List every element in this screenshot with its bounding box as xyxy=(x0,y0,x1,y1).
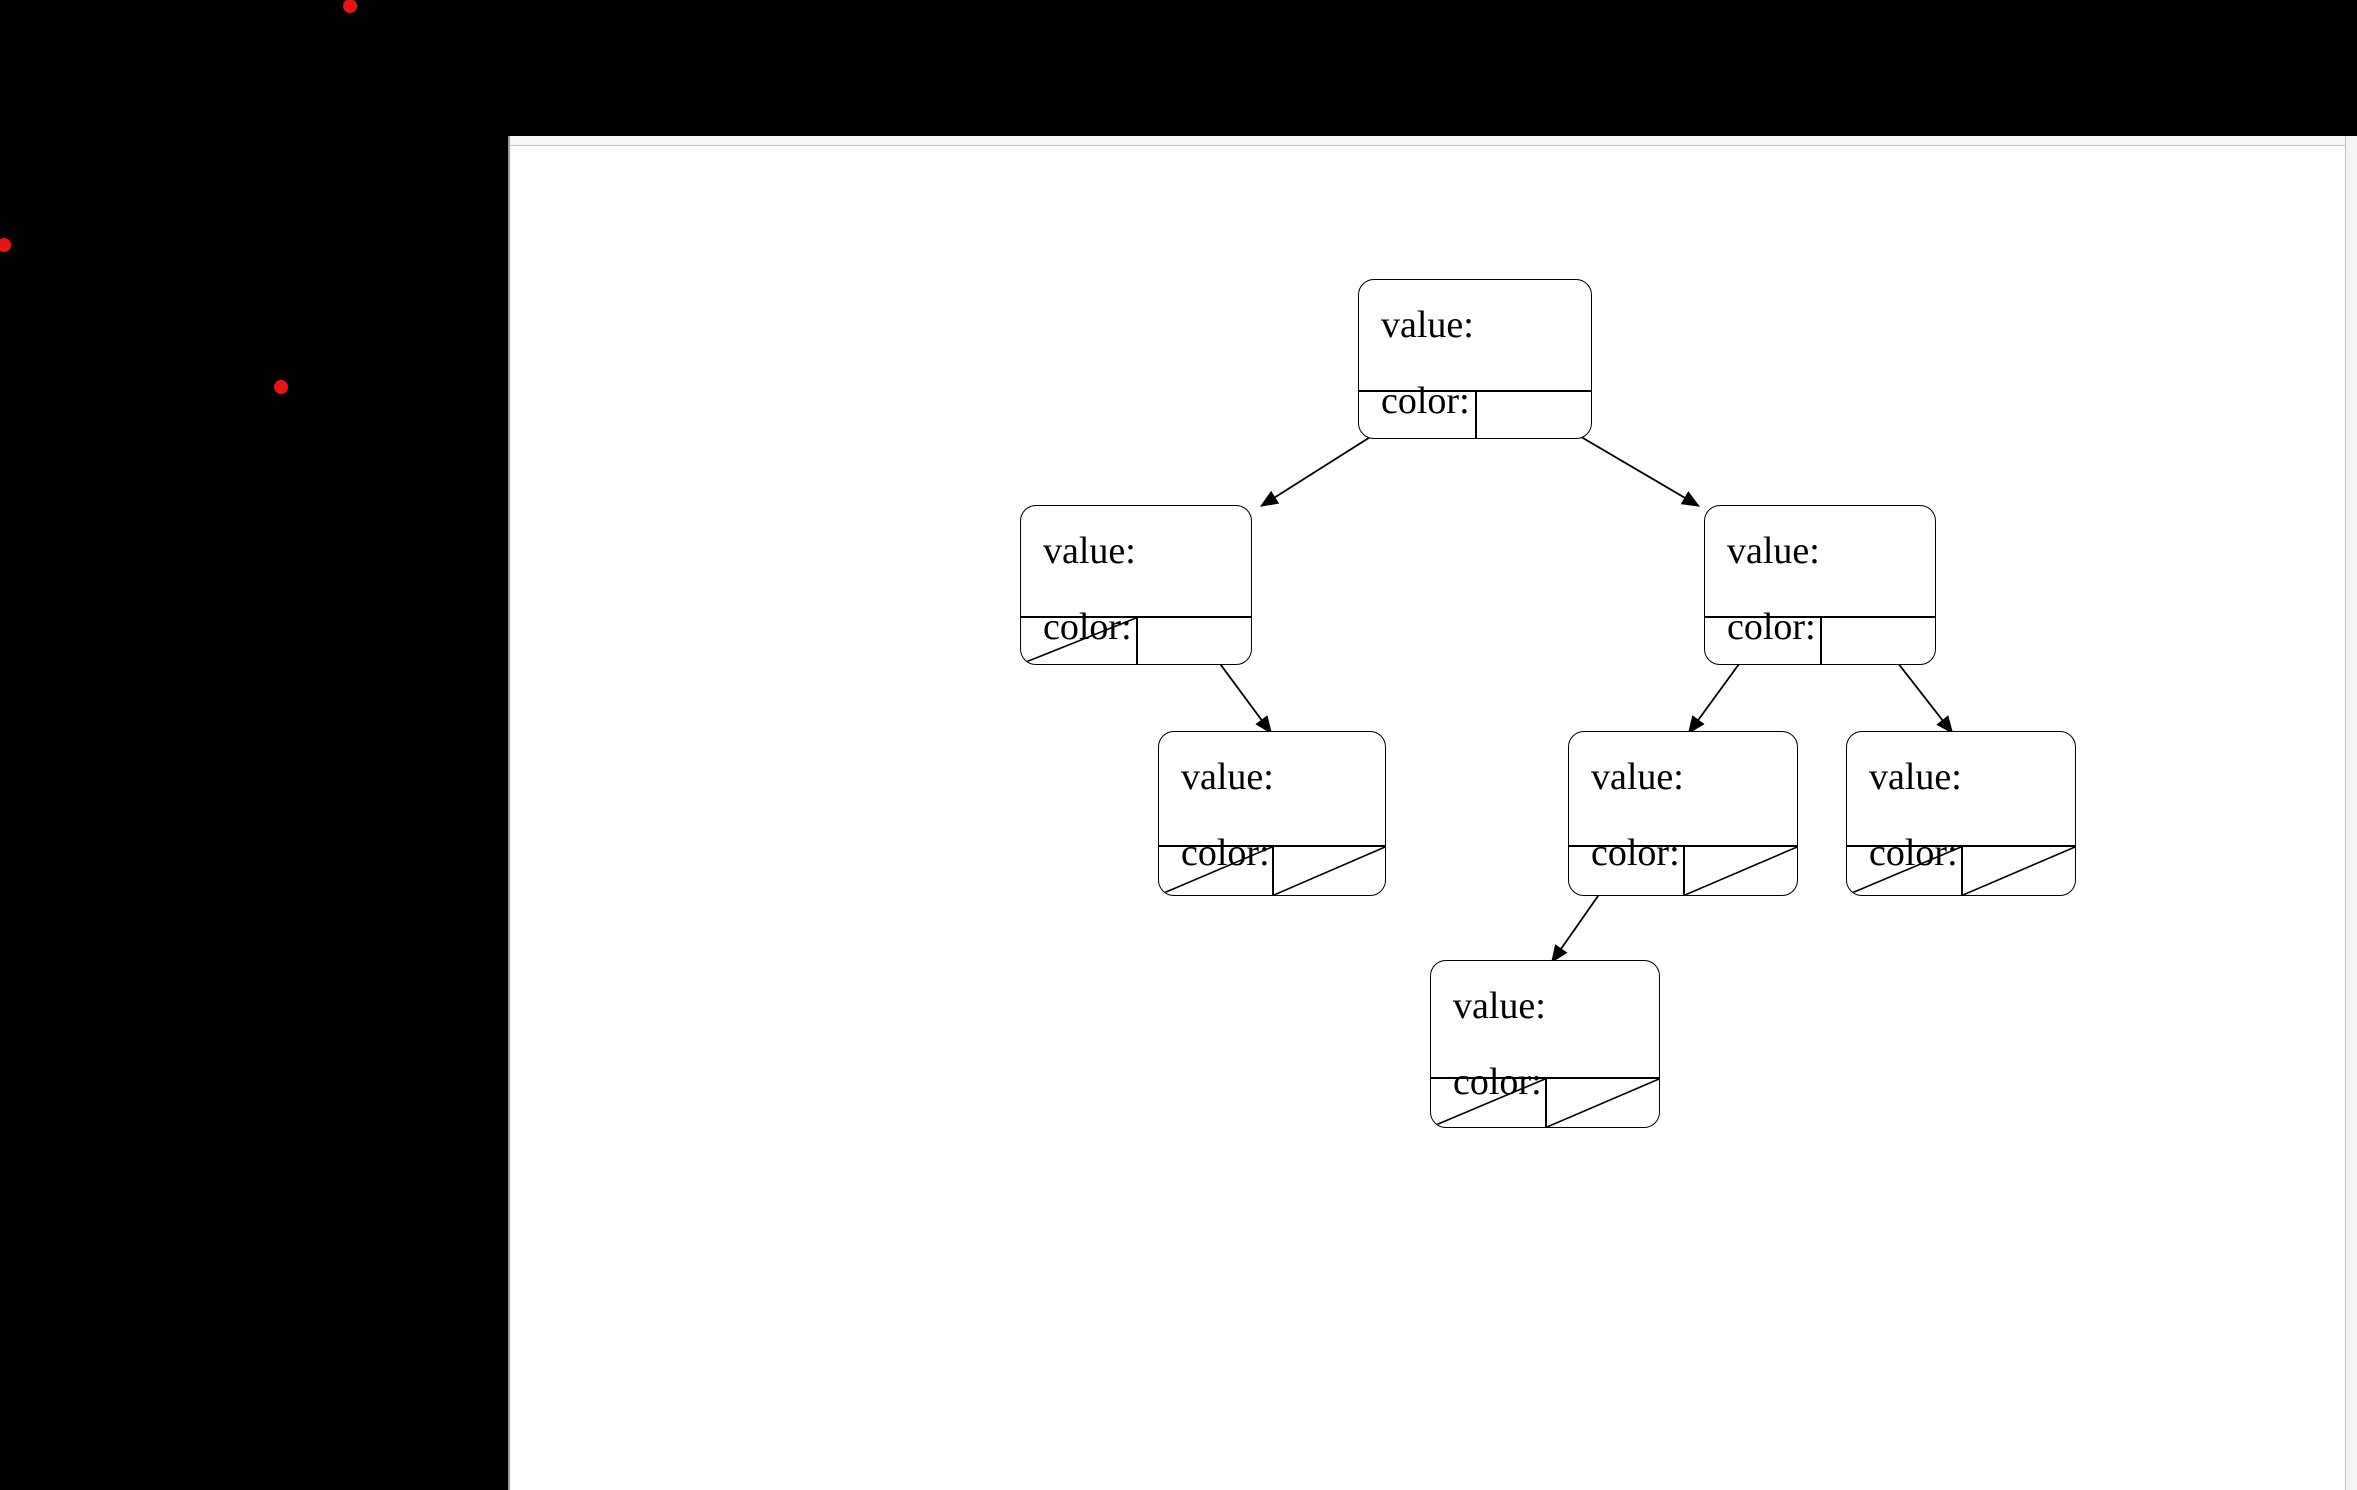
null-pointer-slash-icon xyxy=(1159,847,1272,895)
node-fields: value: color: xyxy=(1021,506,1251,646)
null-pointer-slash-icon xyxy=(1847,847,1961,895)
node-color-label: color: xyxy=(1869,832,1958,874)
node-color-label: color: xyxy=(1381,380,1470,422)
node-value-label: value: xyxy=(1043,530,1136,572)
node-pointer-row xyxy=(1431,1077,1659,1127)
node-color-label: color: xyxy=(1727,606,1816,648)
node-value-label: value: xyxy=(1869,756,1962,798)
node-left-pointer-cell[interactable] xyxy=(1021,618,1136,664)
node-left-pointer-cell[interactable] xyxy=(1569,847,1683,895)
node-left-pointer-cell[interactable] xyxy=(1705,618,1820,664)
node-fields: value: color: xyxy=(1847,732,2075,872)
tree-node-right-right-grandchild[interactable]: value: color: xyxy=(1846,731,2076,896)
node-left-pointer-cell[interactable] xyxy=(1159,847,1272,895)
node-right-pointer-cell[interactable] xyxy=(1683,847,1797,895)
node-left-pointer-cell[interactable] xyxy=(1431,1079,1545,1127)
node-pointer-row xyxy=(1569,845,1797,895)
null-pointer-slash-icon xyxy=(1685,847,1797,895)
node-right-pointer-cell[interactable] xyxy=(1475,392,1591,438)
node-pointer-row xyxy=(1021,616,1251,664)
node-fields: value: color: xyxy=(1359,280,1591,420)
node-pointer-row xyxy=(1359,390,1591,438)
node-color-label: color: xyxy=(1453,1061,1542,1103)
node-value-label: value: xyxy=(1453,985,1546,1027)
marker-dot-top xyxy=(343,0,357,13)
node-fields: value: color: xyxy=(1569,732,1797,872)
node-value-label: value: xyxy=(1727,530,1820,572)
node-right-pointer-cell[interactable] xyxy=(1961,847,2075,895)
node-pointer-row xyxy=(1705,616,1935,664)
vertical-scrollbar[interactable] xyxy=(2345,136,2357,1490)
null-pointer-slash-icon xyxy=(1547,1079,1659,1127)
node-value-label: value: xyxy=(1381,304,1474,346)
node-fields: value: color: xyxy=(1705,506,1935,646)
node-right-pointer-cell[interactable] xyxy=(1136,618,1251,664)
node-left-pointer-cell[interactable] xyxy=(1847,847,1961,895)
marker-dot-left xyxy=(0,238,11,252)
node-fields: value: color: xyxy=(1431,961,1659,1101)
node-pointer-row xyxy=(1847,845,2075,895)
node-color-label: color: xyxy=(1591,832,1680,874)
null-pointer-slash-icon xyxy=(1021,618,1136,664)
marker-dot-middle xyxy=(274,380,288,394)
tree-node-root[interactable]: value: color: xyxy=(1358,279,1592,439)
null-pointer-slash-icon xyxy=(1963,847,2075,895)
node-pointer-row xyxy=(1159,845,1385,895)
tree-node-left-right-grandchild[interactable]: value: color: xyxy=(1158,731,1386,896)
null-pointer-slash-icon xyxy=(1431,1079,1545,1127)
node-color-label: color: xyxy=(1181,832,1270,874)
tree-node-deep-leaf[interactable]: value: color: xyxy=(1430,960,1660,1128)
tree-graph: value:color:value:color:value:color:valu… xyxy=(510,136,2357,1490)
node-right-pointer-cell[interactable] xyxy=(1545,1079,1659,1127)
tree-node-right-child[interactable]: value: color: xyxy=(1704,505,1936,665)
tree-node-left-child[interactable]: value: color: xyxy=(1020,505,1252,665)
node-right-pointer-cell[interactable] xyxy=(1272,847,1385,895)
node-right-pointer-cell[interactable] xyxy=(1820,618,1935,664)
node-value-label: value: xyxy=(1591,756,1684,798)
tree-node-right-left-grandchild[interactable]: value: color: xyxy=(1568,731,1798,896)
node-left-pointer-cell[interactable] xyxy=(1359,392,1475,438)
diagram-canvas[interactable]: value:color:value:color:value:color:valu… xyxy=(508,136,2357,1490)
canvas-top-strip xyxy=(510,136,2357,146)
node-fields: value: color: xyxy=(1159,732,1385,872)
null-pointer-slash-icon xyxy=(1274,847,1385,895)
node-color-label: color: xyxy=(1043,606,1132,648)
node-value-label: value: xyxy=(1181,756,1274,798)
